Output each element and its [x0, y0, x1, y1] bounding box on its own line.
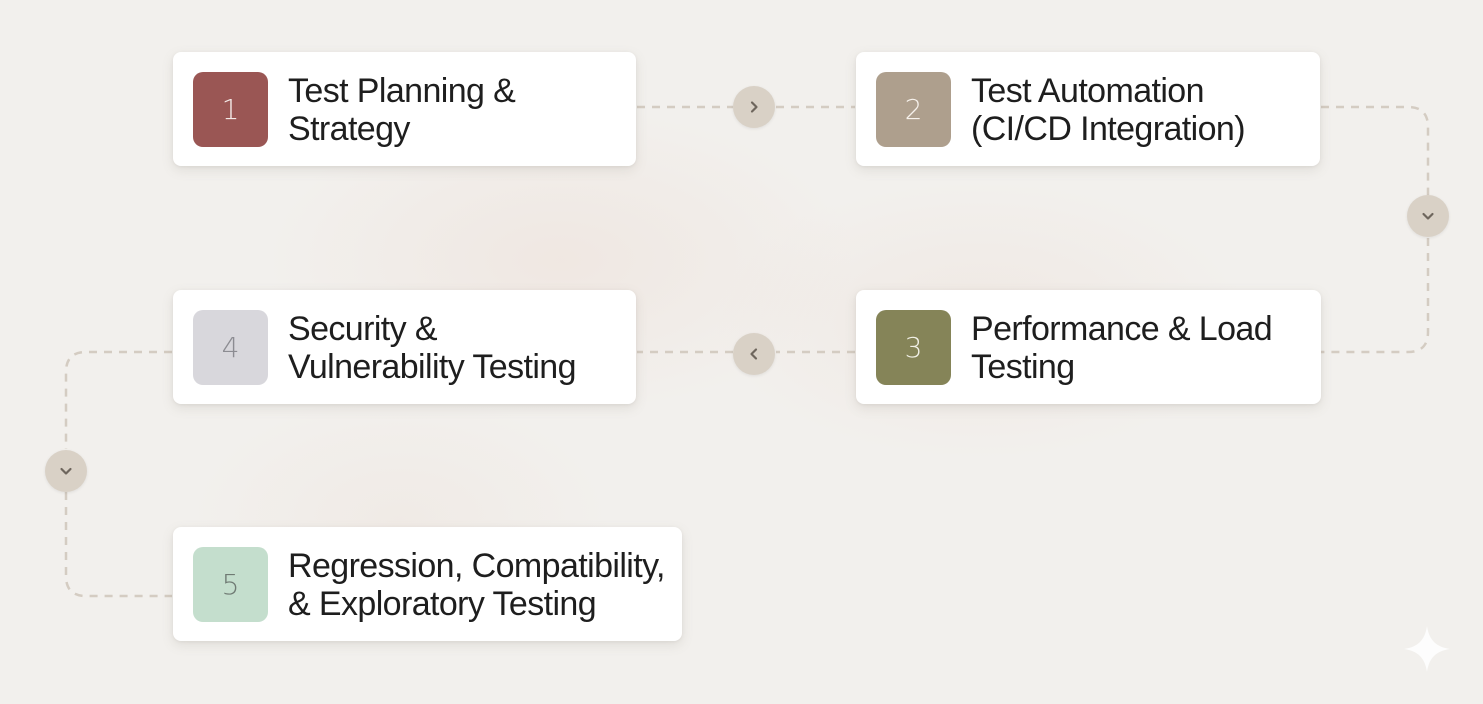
- connector-2-3-top: [1321, 105, 1430, 195]
- next-step-button-2[interactable]: [1407, 195, 1449, 237]
- step-title-line-1: Regression, Compatibility,: [288, 547, 665, 585]
- step-card-1[interactable]: 1 Test Planning & Strategy: [173, 52, 636, 166]
- step-number-badge: 3: [876, 310, 951, 385]
- step-number-badge: 2: [876, 72, 951, 147]
- step-title: Test Planning & Strategy: [288, 72, 516, 148]
- step-title-line-2: Vulnerability Testing: [288, 348, 577, 386]
- step-title-line-2: Strategy: [288, 110, 410, 148]
- next-step-button-4[interactable]: [45, 450, 87, 492]
- step-title-line-2: & Exploratory Testing: [288, 585, 597, 623]
- chevron-down-icon: [60, 467, 72, 475]
- chevron-down-icon: [1422, 212, 1434, 220]
- step-title: Performance & Load Testing: [971, 310, 1273, 386]
- step-title-line-1: Test Planning &: [288, 72, 516, 110]
- step-number-badge: 1: [193, 72, 268, 147]
- step-title-line-1: Test Automation: [971, 72, 1205, 110]
- step-card-2[interactable]: 2 Test Automation (CI/CD Integration): [856, 52, 1320, 166]
- step-card-5[interactable]: 5 Regression, Compatibility, & Explorato…: [173, 527, 682, 641]
- step-number-badge: 5: [193, 547, 268, 622]
- next-step-button-3[interactable]: [733, 333, 775, 375]
- connector-2-3-bottom: [1321, 238, 1430, 354]
- step-card-4[interactable]: 4 Security & Vulnerability Testing: [173, 290, 636, 404]
- step-title-line-1: Performance & Load: [971, 310, 1273, 348]
- step-title: Security & Vulnerability Testing: [288, 310, 577, 386]
- step-title-line-2: (CI/CD Integration): [971, 110, 1246, 148]
- step-title-line-1: Security &: [288, 310, 438, 348]
- chevron-right-icon: [750, 101, 758, 113]
- sparkle-icon: [1404, 626, 1450, 672]
- step-number-badge: 4: [193, 310, 268, 385]
- connector-4-5-top: [64, 350, 172, 449]
- step-card-3[interactable]: 3 Performance & Load Testing: [856, 290, 1321, 404]
- step-title: Test Automation (CI/CD Integration): [971, 72, 1246, 148]
- step-title: Regression, Compatibility, & Exploratory…: [288, 547, 665, 623]
- connector-4-5-bottom: [64, 492, 172, 598]
- chevron-left-icon: [750, 348, 758, 360]
- step-title-line-2: Testing: [971, 348, 1075, 386]
- next-step-button-1[interactable]: [733, 86, 775, 128]
